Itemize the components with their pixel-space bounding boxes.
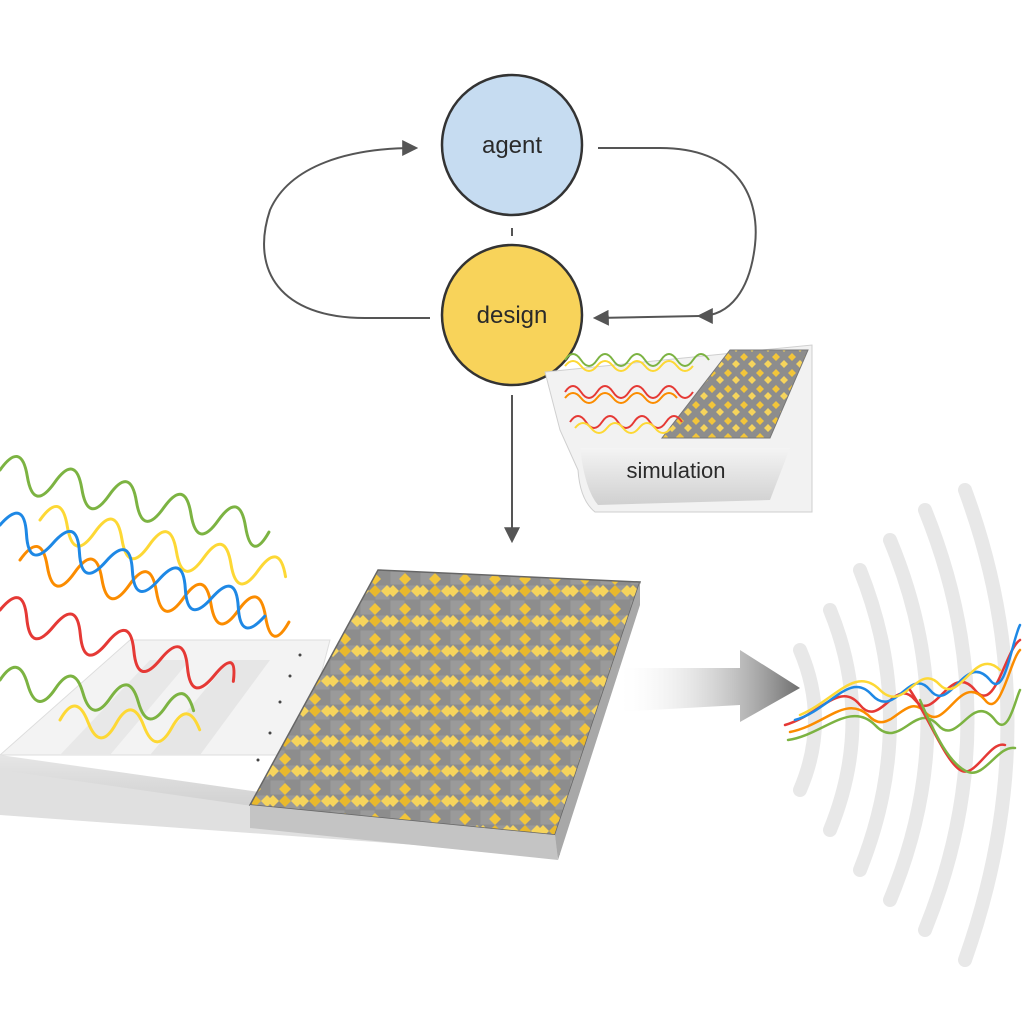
metasurface-assembly	[0, 569, 642, 860]
agent-node: agent	[440, 73, 584, 217]
loop-arrow-right	[598, 147, 757, 324]
metasurface-panel-edge	[555, 582, 640, 860]
alignment-dots	[256, 653, 302, 762]
wave-yellow-2	[58, 704, 202, 744]
agent-circle	[440, 73, 584, 217]
wave-orange	[18, 545, 291, 638]
metasurface-panel-front	[250, 805, 558, 860]
output-arrow	[615, 650, 800, 722]
simulation-label: simulation	[626, 458, 725, 483]
incident-waves	[0, 455, 291, 744]
wavefront-arcs	[793, 483, 1015, 967]
simulation-waves	[564, 353, 710, 434]
scattered-lines	[783, 623, 1022, 774]
output-waves	[783, 483, 1022, 967]
design-circle	[440, 243, 584, 387]
metasurface-panel	[248, 569, 642, 836]
wave-green	[0, 455, 271, 548]
design-label: design	[477, 302, 548, 329]
feedback-loop	[263, 140, 757, 544]
simulation-metasurface-icon	[660, 349, 809, 439]
base-plate-channel-2	[150, 660, 270, 755]
simulation-floor	[580, 448, 790, 505]
loop-arrow-left	[263, 140, 430, 319]
wave-red	[0, 596, 236, 690]
design-node: design	[440, 243, 584, 387]
wave-green-2	[0, 665, 196, 721]
wave-yellow	[38, 505, 288, 586]
simulation-panel: simulation	[544, 344, 813, 513]
agent-label: agent	[482, 132, 542, 159]
simulation-to-design-arrow	[592, 309, 701, 326]
wave-blue	[0, 511, 267, 630]
